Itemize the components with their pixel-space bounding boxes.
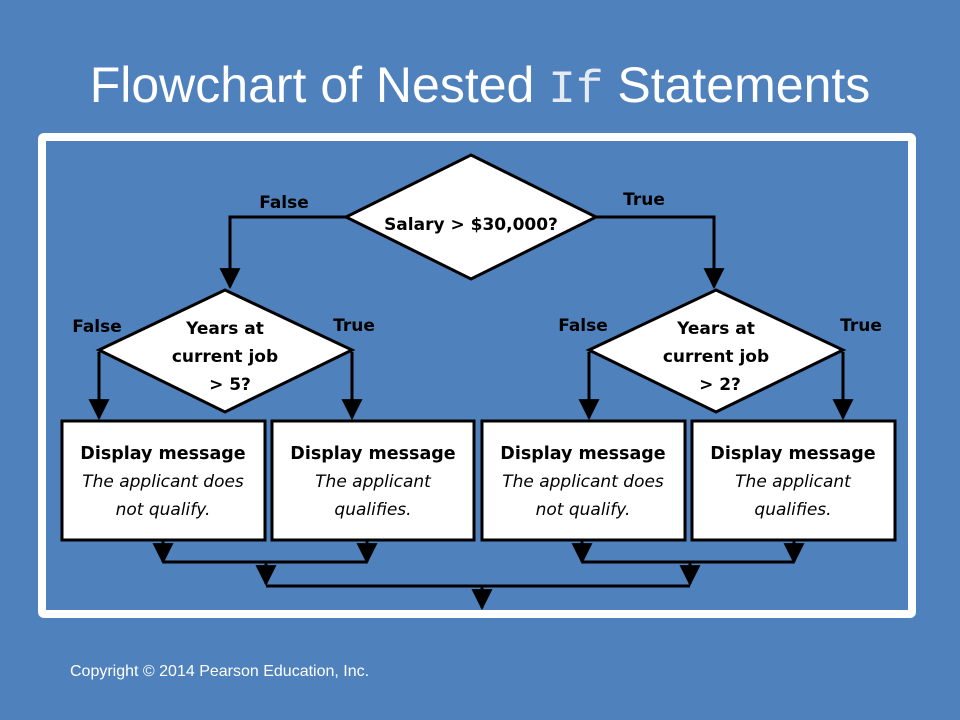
action-box-1-title: Display message bbox=[80, 444, 246, 464]
label-top-true: True bbox=[623, 190, 665, 210]
label-top-false: False bbox=[259, 193, 309, 213]
decision-years-5-line1: Years at bbox=[185, 319, 264, 339]
action-box-4-line2: qualifies. bbox=[754, 500, 831, 520]
connectors bbox=[88, 215, 854, 611]
edge-top-true bbox=[596, 215, 725, 290]
action-box-3-title: Display message bbox=[500, 444, 666, 464]
copyright-notice: Copyright © 2014 Pearson Education, Inc. bbox=[70, 663, 370, 680]
decision-years-5 bbox=[95, 288, 356, 414]
action-box-2-line1: The applicant bbox=[315, 472, 432, 492]
action-box-4-line1: The applicant bbox=[735, 472, 852, 492]
decision-years-2-line1: Years at bbox=[676, 319, 755, 339]
slide-title: Flowchart of Nested If Statements bbox=[0, 56, 960, 116]
decision-years-5-line3: > 5? bbox=[209, 375, 251, 395]
action-box-2-line2: qualifies. bbox=[334, 500, 411, 520]
title-prefix: Flowchart of Nested bbox=[89, 57, 549, 113]
action-box-1-line2: not qualify. bbox=[116, 500, 211, 520]
action-box-4-title: Display message bbox=[710, 444, 876, 464]
label-right-true: True bbox=[840, 316, 882, 336]
decision-years-2-line3: > 2? bbox=[699, 375, 741, 395]
label-right-false: False bbox=[558, 316, 608, 336]
action-box-3-line2: not qualify. bbox=[536, 500, 631, 520]
action-box-1: Display message The applicant does not q… bbox=[60, 419, 267, 542]
label-left-false: False bbox=[72, 317, 122, 337]
action-box-2-title: Display message bbox=[290, 444, 456, 464]
action-box-4: Display message The applicant qualifies. bbox=[690, 419, 897, 542]
title-suffix: Statements bbox=[603, 57, 871, 113]
label-left-true: True bbox=[333, 316, 375, 336]
decision-years-2 bbox=[585, 288, 847, 414]
title-code-keyword: If bbox=[548, 64, 604, 116]
action-box-2: Display message The applicant qualifies. bbox=[270, 419, 476, 542]
edge-top-false bbox=[219, 215, 346, 290]
decision-salary bbox=[342, 153, 600, 281]
action-box-3: Display message The applicant does not q… bbox=[480, 419, 687, 542]
action-box-1-line1: The applicant does bbox=[82, 472, 244, 492]
decision-years-5-line2: current job bbox=[172, 347, 278, 367]
action-box-3-line1: The applicant does bbox=[502, 472, 664, 492]
decision-years-2-line2: current job bbox=[663, 347, 769, 367]
decision-salary-text: Salary > $30,000? bbox=[384, 215, 558, 235]
